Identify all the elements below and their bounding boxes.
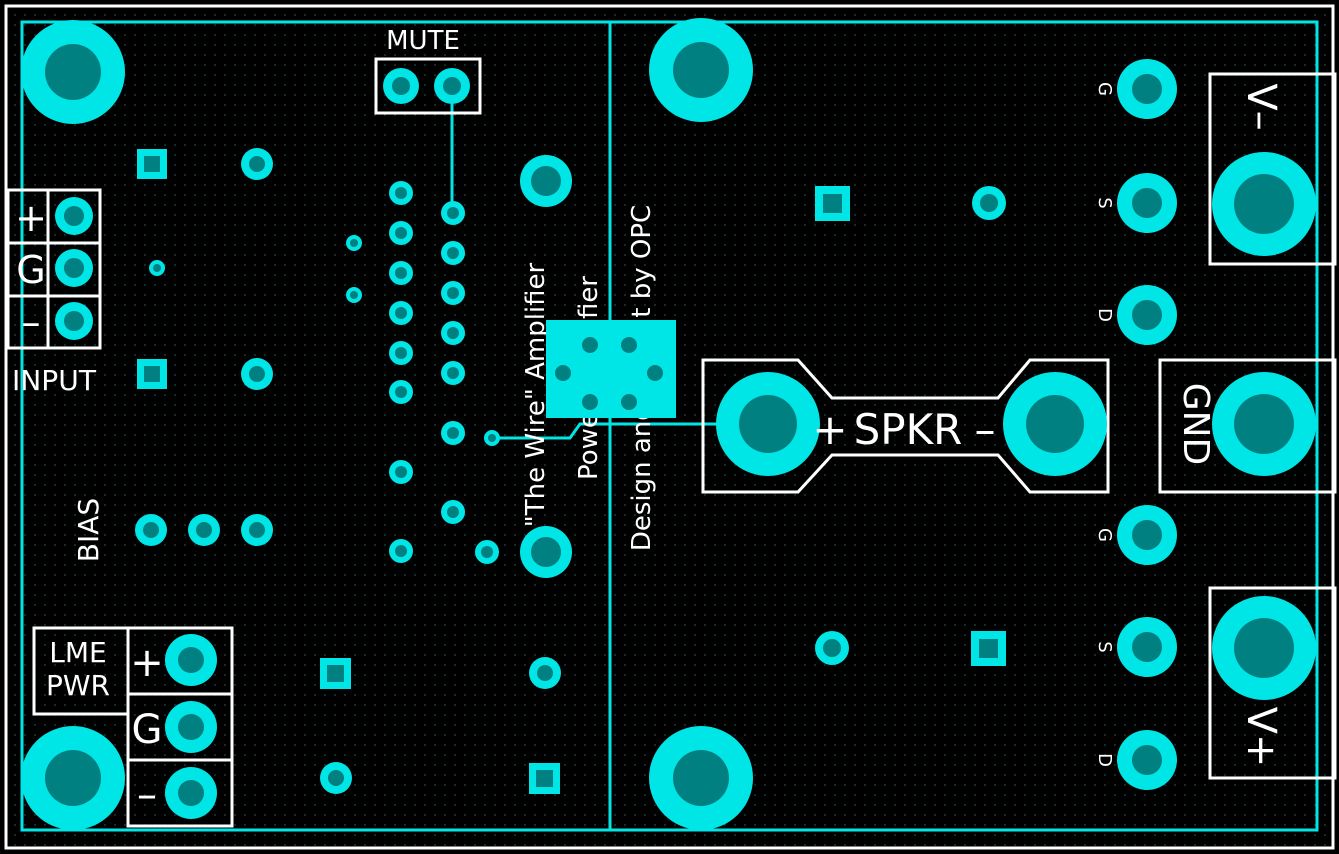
output-trace xyxy=(492,422,770,440)
lme-minus-label: – xyxy=(137,772,157,818)
left-pads xyxy=(135,148,273,546)
copper-border xyxy=(20,20,1319,832)
lme-label-line2: PWR xyxy=(46,669,110,702)
mounting-holes xyxy=(21,18,753,830)
right-pads xyxy=(815,186,1006,666)
board-outline xyxy=(4,4,1335,850)
input-minus-label: – xyxy=(22,300,41,344)
input-plus-label: + xyxy=(15,196,47,240)
g2-label: G xyxy=(1094,528,1115,542)
ic-footprint xyxy=(346,155,572,578)
s2-label: S xyxy=(1094,641,1115,652)
mute-label: MUTE xyxy=(386,26,460,56)
d2-label: D xyxy=(1094,753,1115,767)
spkr-minus-label: – xyxy=(975,405,996,454)
gnd-label: GND xyxy=(1175,383,1216,466)
bottom-left-pads xyxy=(320,657,561,794)
lme-pwr-connector xyxy=(32,626,234,828)
lme-plus-label: + xyxy=(130,640,164,686)
center-component xyxy=(546,320,676,418)
spkr-connector xyxy=(701,358,1110,494)
g1-label: G xyxy=(1094,82,1115,96)
spkr-label: SPKR xyxy=(854,405,963,454)
input-connector xyxy=(6,188,102,350)
s1-label: S xyxy=(1094,197,1115,208)
mute-header xyxy=(374,57,482,115)
d1-label: D xyxy=(1094,308,1115,322)
input-g-label: G xyxy=(16,248,45,292)
lme-g-label: G xyxy=(132,707,163,753)
power-terminals xyxy=(1158,72,1337,780)
bias-label: BIAS xyxy=(72,498,105,562)
transistor-pads xyxy=(1117,59,1177,790)
lme-label-line1: LME xyxy=(49,636,106,669)
spkr-plus-label: + xyxy=(812,405,847,454)
v-minus-label: V– xyxy=(1238,83,1284,130)
dot-grid xyxy=(8,8,1332,848)
v-plus-label: V+ xyxy=(1238,707,1284,768)
input-label: INPUT xyxy=(12,364,97,397)
